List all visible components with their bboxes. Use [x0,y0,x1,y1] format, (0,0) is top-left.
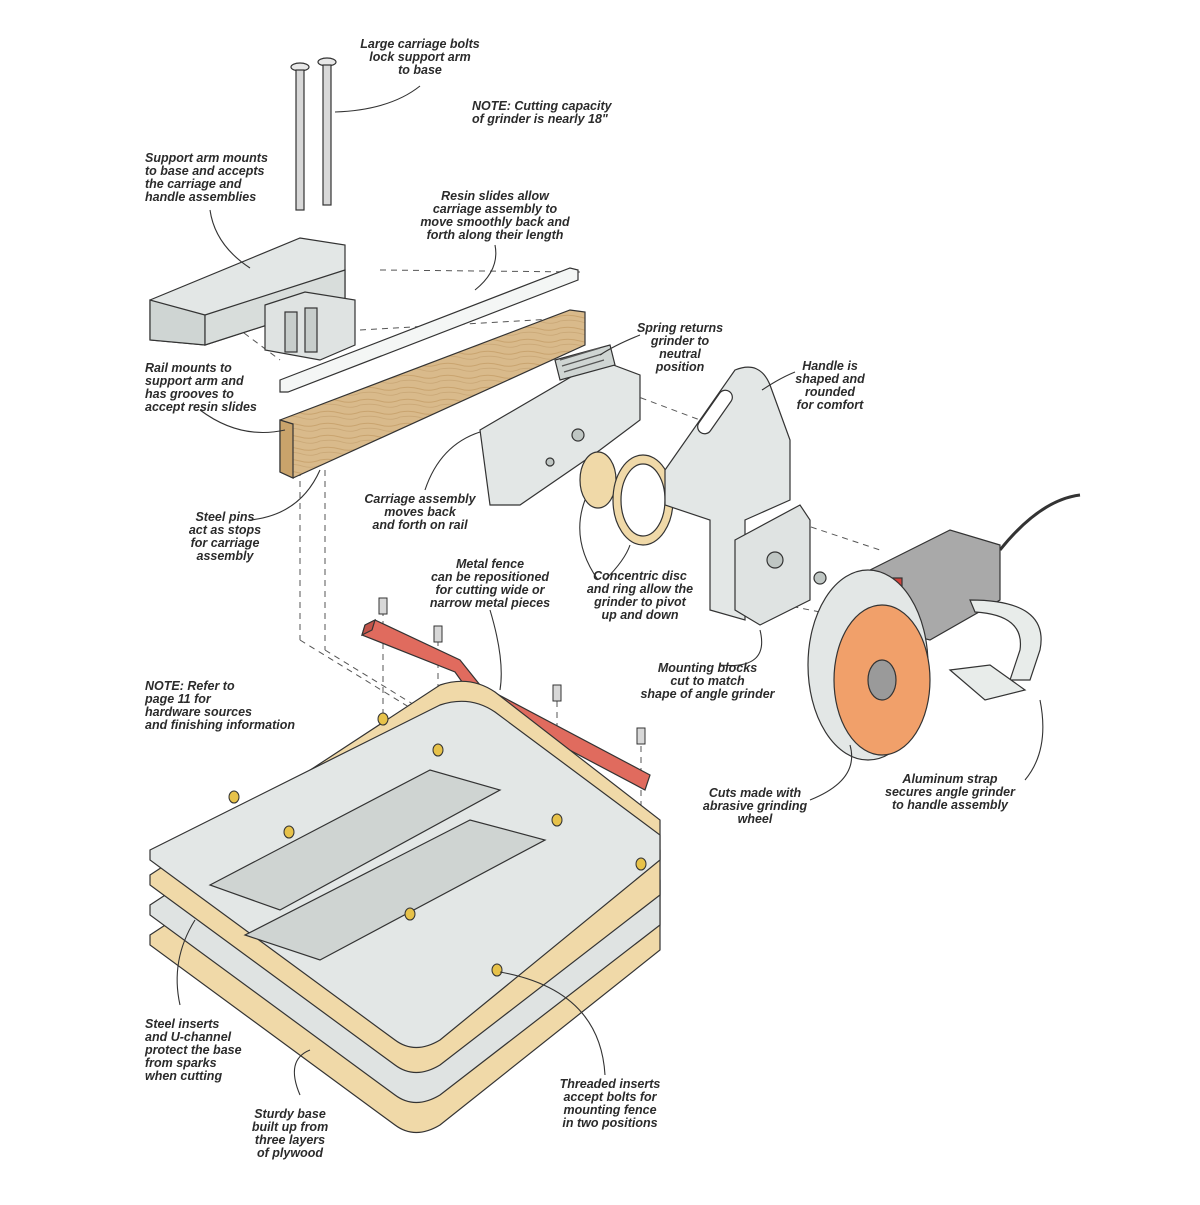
threaded-inserts [228,712,647,977]
callout-carriage: Carriage assembly moves back and forth o… [364,492,476,532]
carriage-assembly [479,344,641,506]
callout-metal-fence: Metal fence can be repositioned for cutt… [429,557,551,610]
handle [664,366,811,626]
callout-steel-pins: Steel pins act as stops for carriage ass… [188,510,262,563]
disc-and-ring [579,451,674,546]
aluminum-strap [948,599,1042,701]
callout-note-refer: NOTE: Refer to page 11 for hardware sour… [145,679,295,732]
callout-spring: Spring returns grinder to neutral positi… [636,321,724,374]
callout-carriage-bolts: Large carriage bolts lock support arm to… [360,37,480,77]
callout-rail: Rail mounts to support arm and has groov… [145,361,257,414]
callout-handle: Handle is shaped and rounded for comfort [795,359,865,412]
callout-note-capacity: NOTE: Cutting capacity of grinder is nea… [472,99,612,126]
support-arm [149,237,356,361]
angle-grinder [807,493,1081,761]
callout-sturdy-base: Sturdy base built up from three layers o… [251,1107,329,1160]
base [149,680,661,1134]
leader-lines [176,85,1044,1096]
callout-resin-slides: Resin slides allow carriage assembly to … [420,189,570,242]
fence-bolts [378,597,646,745]
callout-steel-inserts: Steel inserts and U-channel protect the … [145,1017,242,1083]
resin-slide [279,267,579,393]
callout-threaded-inserts: Threaded inserts accept bolts for mounti… [559,1077,661,1130]
callout-support-arm: Support arm mounts to base and accepts t… [145,151,268,204]
callout-aluminum-strap: Aluminum strap secures angle grinder to … [885,772,1015,812]
callout-disc-ring: Concentric disc and ring allow the grind… [586,569,694,622]
rail [279,309,586,479]
callout-cuts: Cuts made with abrasive grinding wheel [702,786,808,826]
callout-mounting-blocks: Mounting blocks cut to match shape of an… [640,661,775,701]
carriage-bolts [290,57,337,211]
